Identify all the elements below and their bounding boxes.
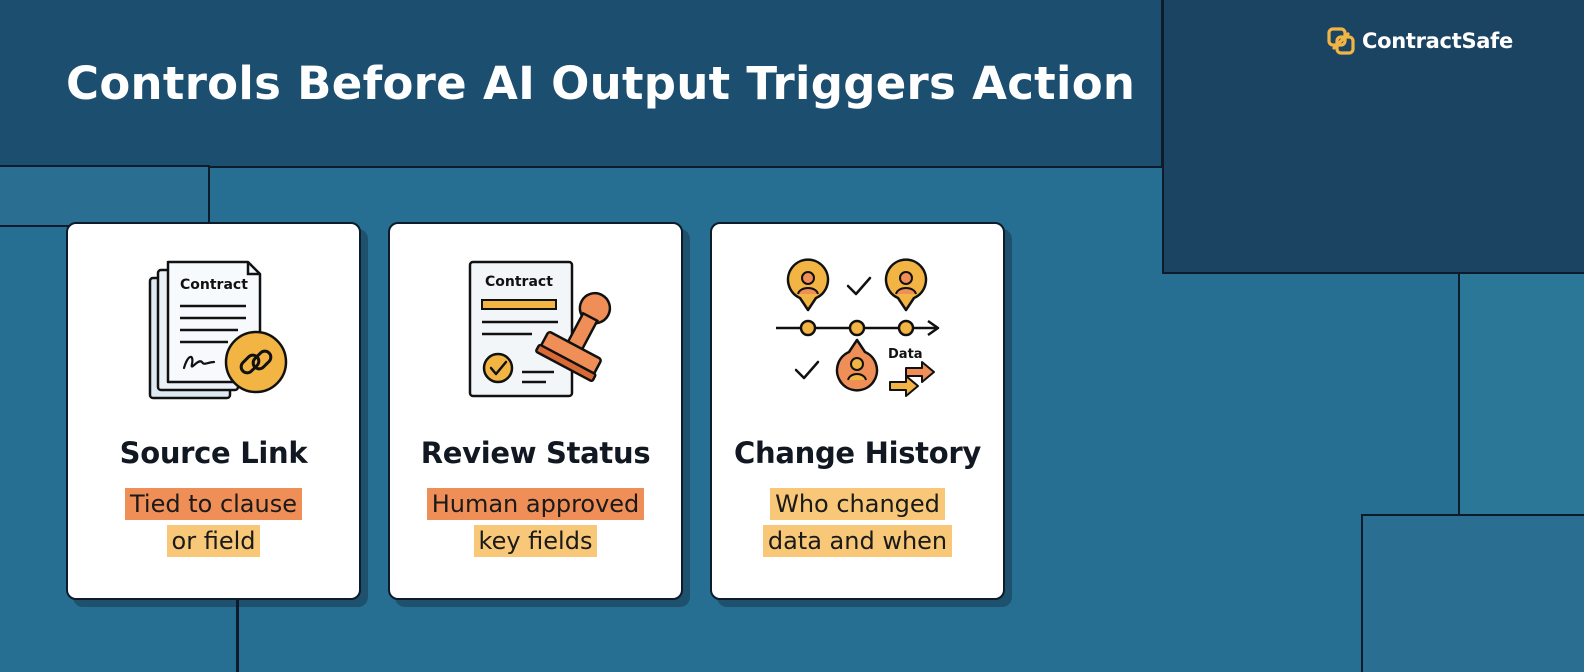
- card-title: Review Status: [420, 436, 651, 470]
- brand-logo[interactable]: ContractSafe: [1326, 24, 1513, 58]
- page-title: Controls Before AI Output Triggers Actio…: [66, 57, 1136, 110]
- card-subtitle-line2: data and when: [762, 525, 953, 557]
- left-notch-panel: [0, 165, 210, 227]
- icon-contract-label: Contract: [180, 277, 248, 293]
- card-change-history: Data Change History Who changed data and…: [710, 222, 1005, 600]
- card-subtitle-line2: key fields: [473, 525, 598, 557]
- card-subtitle: Who changed data and when: [712, 486, 1003, 560]
- card-subtitle-line2: or field: [166, 525, 261, 557]
- card-review-status: Contract Review Status Human approved ke…: [388, 222, 683, 600]
- card-subtitle: Human approved key fields: [390, 486, 681, 560]
- header-band: [0, 0, 1163, 168]
- contractsafe-logo-icon: [1327, 27, 1355, 55]
- card-subtitle-line1: Human approved: [426, 488, 645, 520]
- card-title: Change History: [734, 436, 981, 470]
- contract-stamp-icon: Contract: [468, 260, 612, 398]
- card-subtitle-line1: Who changed: [770, 488, 945, 520]
- right-panel: [1162, 0, 1584, 274]
- right-lower-panel: [1458, 272, 1584, 517]
- icon-data-label: Data: [888, 347, 923, 362]
- card-title: Source Link: [119, 436, 308, 470]
- bottom-left-line: [236, 600, 239, 672]
- brand-name: ContractSafe: [1362, 29, 1513, 53]
- history-timeline-icon: Data: [776, 258, 940, 397]
- contract-link-icon: Contract: [148, 260, 288, 400]
- icon-contract-label: Contract: [485, 274, 553, 290]
- card-source-link: Contract Source Link Tied to clause or f…: [66, 222, 361, 600]
- card-subtitle: Tied to clause or field: [68, 486, 359, 560]
- card-subtitle-line1: Tied to clause: [125, 488, 302, 520]
- bottom-right-panel: [1361, 514, 1584, 672]
